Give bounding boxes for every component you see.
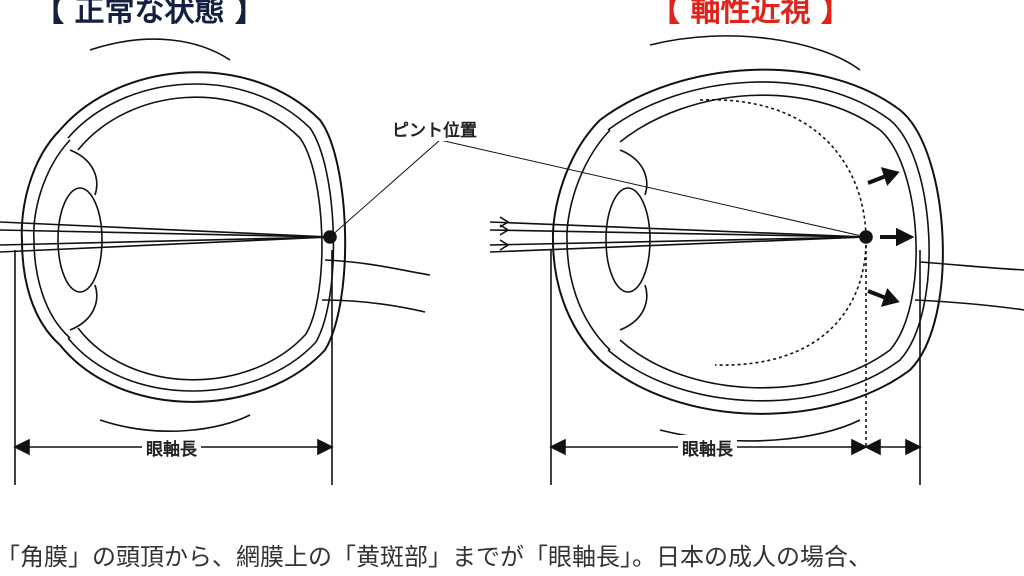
focus-point-label: ピント位置 xyxy=(388,116,481,141)
caption-text: 「角膜」の頭頂から、網膜上の「黄斑部」までが「眼軸長」。日本の成人の場合、 xyxy=(0,543,872,571)
original-retina-outline xyxy=(699,99,867,366)
myopic-eye xyxy=(489,35,1024,442)
title-normal: 【 正常な状態 】 xyxy=(34,0,265,29)
elongation-arrows xyxy=(867,167,915,307)
lens xyxy=(57,187,103,293)
axial-length-label-right: 眼軸長 xyxy=(678,435,737,460)
normal-eye xyxy=(0,38,431,432)
axial-length-label-left: 眼軸長 xyxy=(142,435,201,460)
title-axial-myopia: 【 軸性近視 】 xyxy=(650,0,851,29)
light-rays xyxy=(0,221,331,253)
